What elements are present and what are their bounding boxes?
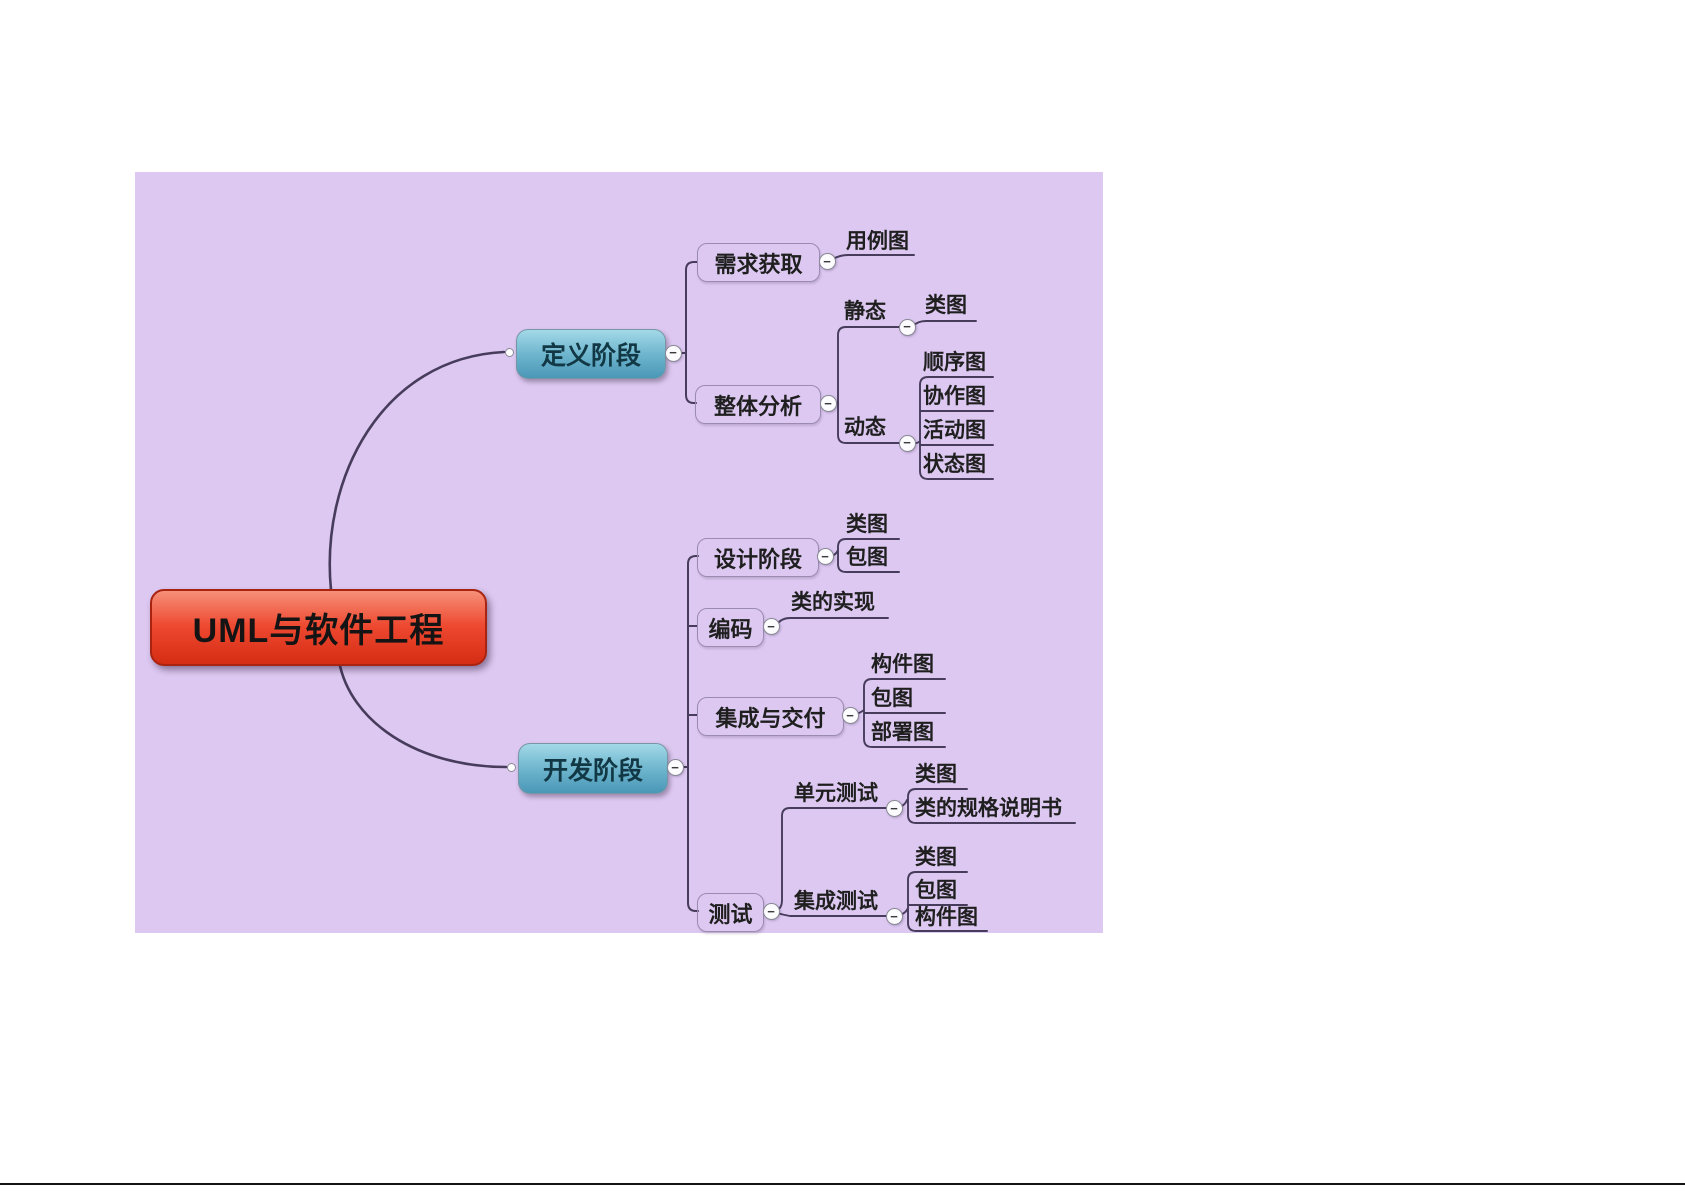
collapse-button-testing[interactable]: − <box>762 903 780 920</box>
node-dynamic[interactable]: 动态 <box>844 416 886 439</box>
connector-dot-define <box>505 348 514 357</box>
collapse-button-analysis[interactable]: − <box>819 395 837 412</box>
leaf-package-diagram-integration[interactable]: 包图 <box>871 687 913 710</box>
leaf-usecase-diagram[interactable]: 用例图 <box>846 230 909 253</box>
collapse-button-static[interactable]: − <box>898 318 916 336</box>
collapse-button-design[interactable]: − <box>816 548 834 565</box>
node-define-phase[interactable]: 定义阶段 <box>516 329 666 379</box>
collapse-button-requirements[interactable]: − <box>818 253 836 270</box>
leaf-collaboration-diagram[interactable]: 协作图 <box>923 385 986 408</box>
page-bottom-rule <box>0 1183 1685 1185</box>
connector-dot-develop <box>507 763 516 772</box>
node-static[interactable]: 静态 <box>844 300 886 323</box>
leaf-class-specification[interactable]: 类的规格说明书 <box>915 797 1062 820</box>
leaf-deployment-diagram[interactable]: 部署图 <box>871 721 934 744</box>
collapse-button-develop[interactable]: − <box>666 759 684 776</box>
leaf-state-diagram[interactable]: 状态图 <box>923 453 986 476</box>
leaf-sequence-diagram[interactable]: 顺序图 <box>923 351 986 374</box>
node-coding[interactable]: 编码 <box>697 608 764 647</box>
leaf-component-diagram-integration[interactable]: 构件图 <box>871 653 934 676</box>
root-node[interactable]: UML与软件工程 <box>150 589 487 666</box>
node-requirements[interactable]: 需求获取 <box>697 243 820 282</box>
node-unit-test[interactable]: 单元测试 <box>794 782 878 805</box>
node-integration-delivery[interactable]: 集成与交付 <box>697 697 844 736</box>
node-analysis[interactable]: 整体分析 <box>695 385 821 424</box>
collapse-button-dynamic[interactable]: − <box>898 434 916 452</box>
node-integration-test[interactable]: 集成测试 <box>794 890 878 913</box>
leaf-component-diagram-integtest[interactable]: 构件图 <box>915 906 978 929</box>
leaf-class-diagram-unittest[interactable]: 类图 <box>915 763 957 786</box>
collapse-button-integtest[interactable]: − <box>885 908 903 925</box>
collapse-button-define[interactable]: − <box>664 344 682 362</box>
node-develop-phase[interactable]: 开发阶段 <box>518 743 668 794</box>
leaf-activity-diagram[interactable]: 活动图 <box>923 419 986 442</box>
leaf-class-implementation[interactable]: 类的实现 <box>791 591 875 614</box>
leaf-package-diagram-design[interactable]: 包图 <box>846 546 888 569</box>
leaf-package-diagram-integtest[interactable]: 包图 <box>915 879 957 902</box>
node-design-phase[interactable]: 设计阶段 <box>697 538 819 577</box>
leaf-class-diagram-integtest[interactable]: 类图 <box>915 846 957 869</box>
collapse-button-coding[interactable]: − <box>762 618 780 635</box>
node-testing[interactable]: 测试 <box>697 893 764 932</box>
leaf-class-diagram-static[interactable]: 类图 <box>925 294 967 317</box>
collapse-button-integration[interactable]: − <box>841 707 859 724</box>
leaf-class-diagram-design[interactable]: 类图 <box>846 513 888 536</box>
collapse-button-unittest[interactable]: − <box>885 800 903 817</box>
